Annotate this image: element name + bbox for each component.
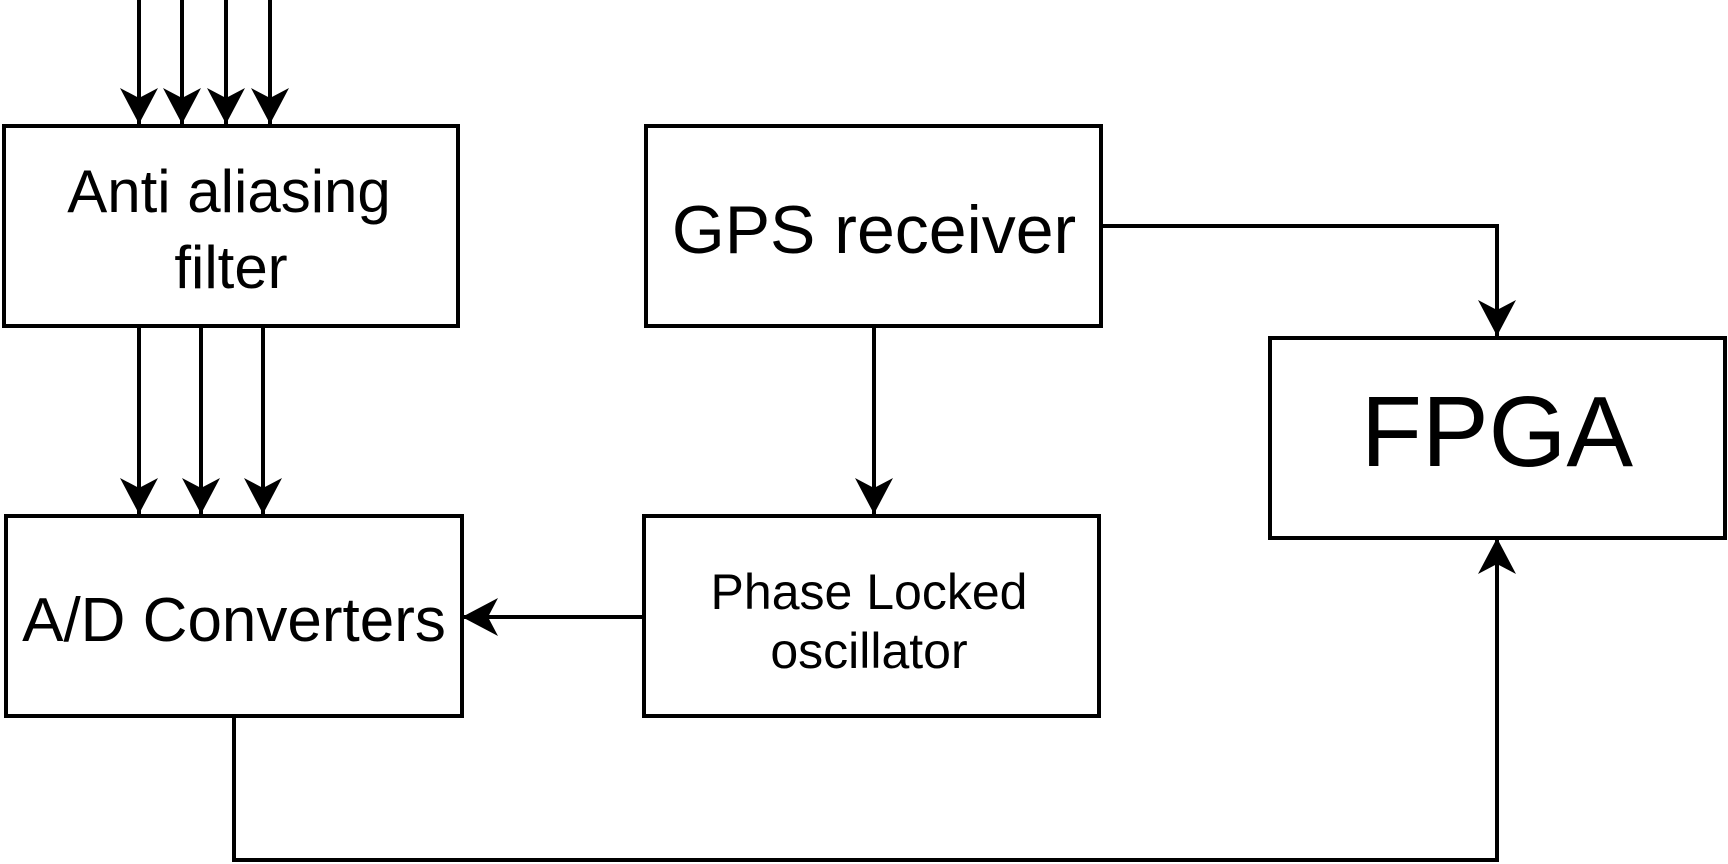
gps-receiver-block: GPS receiver [644, 124, 1103, 328]
anti-aliasing-filter-block: Anti aliasing filter [2, 124, 460, 328]
phase-locked-oscillator-label-line2: oscillator [770, 623, 967, 679]
gps-receiver-label: GPS receiver [672, 192, 1076, 268]
ad-converters-block: A/D Converters [4, 514, 464, 718]
adc-to-fpga-arrow [232, 538, 1516, 862]
filter-to-adc-arrows [120, 326, 282, 514]
gps-to-fpga-arrow [1101, 224, 1516, 336]
anti-aliasing-filter-label-line2: filter [174, 234, 287, 301]
anti-aliasing-filter-box [2, 124, 460, 328]
fpga-label: FPGA [1361, 376, 1634, 488]
gps-receiver-box [644, 124, 1103, 328]
phase-locked-oscillator-box [642, 514, 1101, 718]
anti-aliasing-filter-label-line1: Anti aliasing [67, 158, 391, 225]
ad-converters-label: A/D Converters [22, 586, 446, 655]
fpga-box [1268, 336, 1727, 540]
filter-input-arrows [120, 0, 289, 124]
ad-converters-box [4, 514, 464, 718]
phase-locked-oscillator-block: Phase Locked oscillator [642, 514, 1101, 718]
phase-locked-oscillator-label-line1: Phase Locked [711, 564, 1028, 620]
fpga-block: FPGA [1268, 336, 1727, 540]
